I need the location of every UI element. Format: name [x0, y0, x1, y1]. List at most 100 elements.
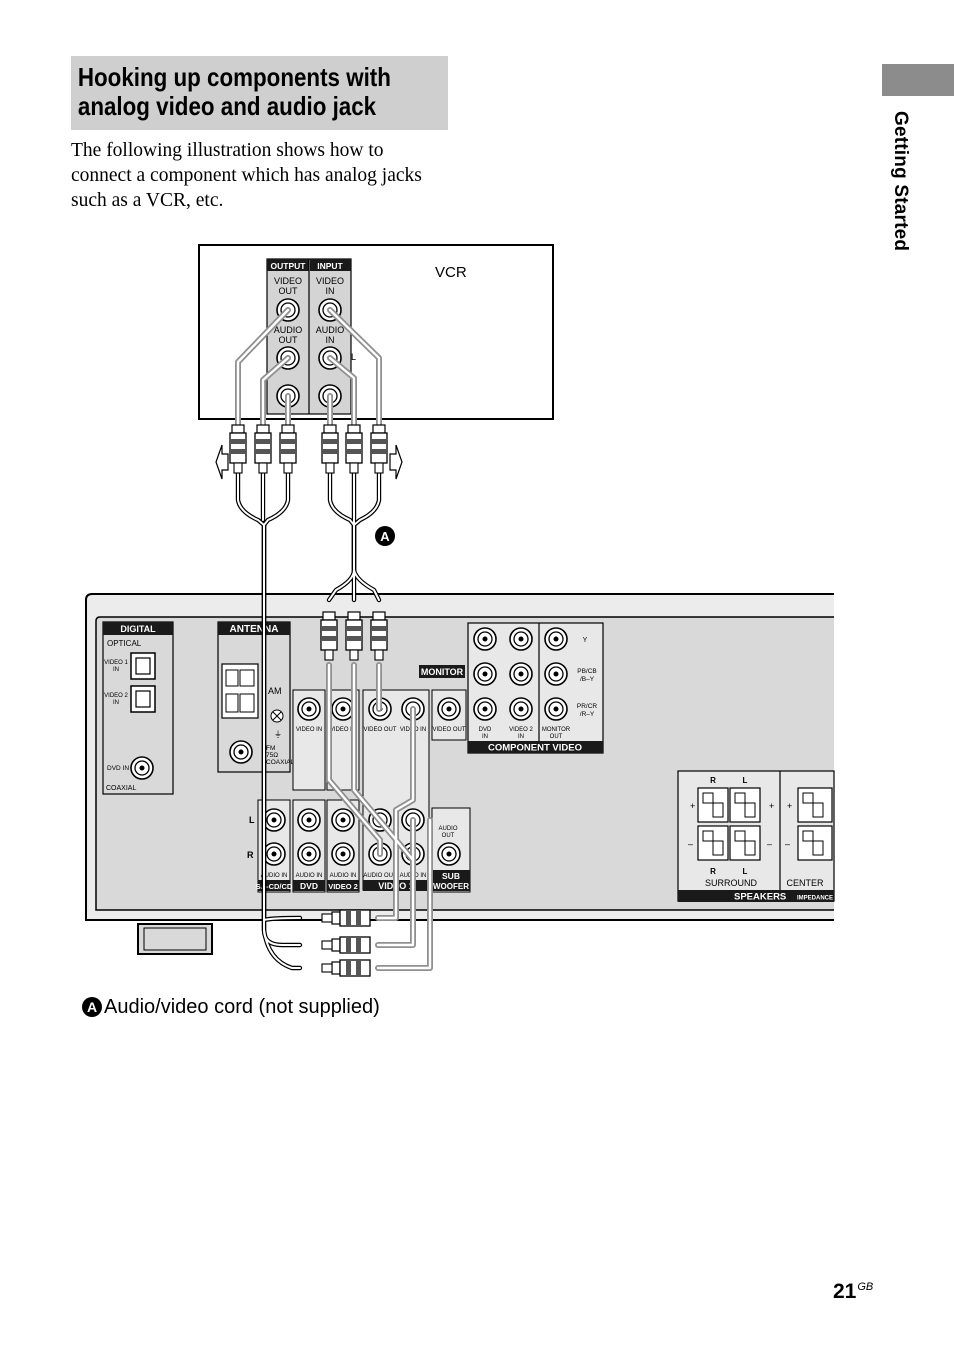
svg-text:VIDEO 1: VIDEO 1 — [104, 660, 128, 666]
intro-line-2: connect a component which has analog jac… — [71, 165, 422, 186]
svg-text:SURROUND: SURROUND — [705, 878, 758, 888]
svg-text:DIGITAL: DIGITAL — [120, 624, 156, 634]
svg-text:+: + — [690, 801, 695, 811]
intro-paragraph: The following illustration shows how to … — [71, 138, 451, 213]
subwoofer-audio-out-jack[interactable] — [437, 842, 461, 866]
sacd-audio-in-r-jack[interactable] — [262, 842, 286, 866]
dvd-audio-in-r-jack[interactable] — [297, 842, 321, 866]
svg-text:AUDIO IN: AUDIO IN — [261, 873, 288, 879]
svg-text:OUT: OUT — [279, 286, 299, 296]
svg-text:IN: IN — [113, 667, 119, 673]
svg-text:AUDIO: AUDIO — [438, 826, 457, 832]
svg-text:IN: IN — [518, 734, 524, 740]
svg-text:COAXIAL: COAXIAL — [266, 759, 295, 766]
svg-text:COMPONENT VIDEO: COMPONENT VIDEO — [488, 743, 582, 754]
vcr-input-label: INPUT — [317, 261, 343, 271]
svg-text:R: R — [710, 776, 716, 785]
svg-text:L: L — [351, 352, 356, 362]
svg-text:VIDEO 2: VIDEO 2 — [509, 727, 533, 733]
svg-text:/B–Y: /B–Y — [580, 676, 595, 683]
svg-text:DVD: DVD — [479, 727, 492, 733]
svg-text:A: A — [380, 529, 390, 544]
side-tab — [882, 64, 954, 96]
svg-text:–: – — [785, 839, 790, 849]
svg-text:OUT: OUT — [550, 734, 563, 740]
svg-text:MONITOR: MONITOR — [421, 667, 464, 677]
svg-text:–: – — [688, 839, 693, 849]
video2-y-jack[interactable] — [509, 627, 533, 651]
svg-text:+: + — [769, 801, 774, 811]
caption-text: Audio/video cord (not supplied) — [104, 996, 380, 1018]
video2-audio-in-r-jack[interactable] — [331, 842, 355, 866]
video2-pb-jack[interactable] — [509, 662, 533, 686]
svg-text:SUB: SUB — [442, 871, 460, 881]
svg-text:AUDIO IN: AUDIO IN — [296, 873, 323, 879]
svg-text:IN: IN — [326, 286, 335, 296]
svg-text:R: R — [247, 850, 254, 860]
svg-text:DVD IN: DVD IN — [107, 765, 129, 772]
svg-text:CENTER: CENTER — [786, 878, 824, 888]
video2-pr-jack[interactable] — [509, 697, 533, 721]
monitor-video-out-jack[interactable] — [437, 697, 461, 721]
svg-text:+: + — [787, 801, 792, 811]
svg-text:MONITOR: MONITOR — [542, 727, 571, 733]
svg-text:SA-CD/CD: SA-CD/CD — [256, 882, 293, 891]
signal-arrow-left-icon — [215, 444, 229, 480]
dvd-audio-in-l-jack[interactable] — [297, 808, 321, 832]
svg-text:AUDIO IN: AUDIO IN — [330, 873, 357, 879]
svg-text:FM: FM — [266, 745, 275, 752]
svg-text:OPTICAL: OPTICAL — [107, 639, 142, 648]
monitor-pb-jack[interactable] — [544, 662, 568, 686]
svg-text:IMPEDANCE: IMPEDANCE — [797, 896, 833, 902]
fm-antenna-jack[interactable] — [229, 740, 253, 764]
svg-text:AUDIO: AUDIO — [316, 325, 345, 335]
svg-text:VIDEO: VIDEO — [274, 276, 302, 286]
svg-text:L: L — [743, 867, 748, 876]
svg-text:VIDEO OUT: VIDEO OUT — [432, 727, 465, 733]
svg-text:R: R — [710, 867, 716, 876]
svg-text:AUDIO: AUDIO — [274, 325, 303, 335]
coaxial-dvd-in-jack[interactable] — [130, 756, 154, 780]
video2-audio-in-l-jack[interactable] — [331, 808, 355, 832]
svg-text:ANTENNA: ANTENNA — [230, 624, 279, 635]
section-title: Hooking up components with analog video … — [71, 56, 395, 121]
callout-badge-icon: A — [82, 997, 102, 1017]
sacd-audio-in-l-jack[interactable] — [262, 808, 286, 832]
svg-text:COAXIAL: COAXIAL — [106, 785, 136, 792]
callout-a-icon: A — [375, 526, 395, 546]
signal-arrow-right-icon — [389, 444, 403, 480]
svg-text:OUT: OUT — [279, 335, 299, 345]
vcr-output-label: OUTPUT — [271, 261, 307, 271]
vcr-label: VCR — [435, 264, 467, 281]
dvd-pr-jack[interactable] — [473, 697, 497, 721]
intro-line-1: The following illustration shows how to — [71, 140, 384, 161]
side-tab-label: Getting Started — [890, 111, 911, 252]
svg-text:/R–Y: /R–Y — [580, 711, 595, 718]
dvd-pb-jack[interactable] — [473, 662, 497, 686]
svg-text:VIDEO IN: VIDEO IN — [330, 727, 356, 733]
page-number-suffix: GB — [857, 1281, 874, 1293]
monitor-y-jack[interactable] — [544, 627, 568, 651]
title-line-1: Hooking up components with — [77, 62, 391, 92]
dvd-video-in-jack[interactable] — [297, 697, 321, 721]
svg-text:IN: IN — [326, 335, 335, 345]
svg-text:WOOFER: WOOFER — [433, 882, 469, 891]
svg-text:L: L — [249, 815, 255, 825]
section-title-box: Hooking up components with analog video … — [71, 56, 448, 130]
video2-video-in-jack[interactable] — [331, 697, 355, 721]
vcr-side-plugs — [229, 424, 388, 474]
monitor-pr-jack[interactable] — [544, 697, 568, 721]
svg-text:75Ω: 75Ω — [266, 752, 278, 759]
svg-text:PR/CR: PR/CR — [577, 703, 598, 710]
svg-text:AUDIO OUT: AUDIO OUT — [363, 873, 397, 879]
svg-text:L: L — [743, 776, 748, 785]
title-line-2: analog video and audio jack — [77, 91, 377, 121]
dvd-y-jack[interactable] — [473, 627, 497, 651]
svg-text:IN: IN — [482, 734, 488, 740]
svg-text:SPEAKERS: SPEAKERS — [734, 892, 786, 903]
svg-text:⏚: ⏚ — [274, 730, 282, 739]
svg-text:IN: IN — [113, 700, 119, 706]
svg-text:Y: Y — [583, 637, 588, 644]
